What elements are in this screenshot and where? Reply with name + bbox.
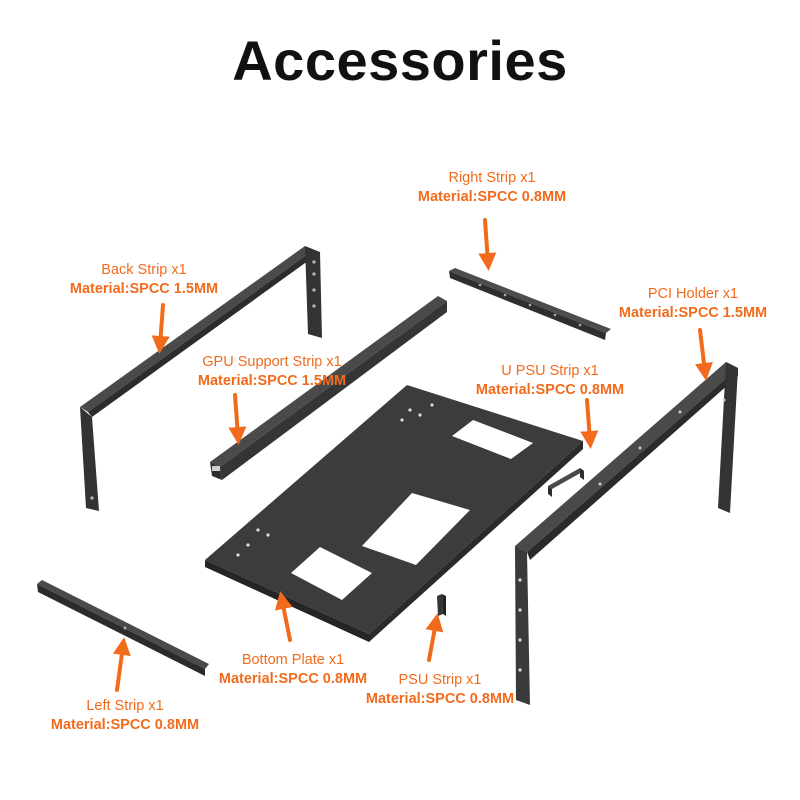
arrow-right-strip [478, 218, 497, 271]
left-strip-label: Left Strip x1 Material:SPCC 0.8MM [25, 697, 225, 735]
gpu-support-strip-part [210, 296, 447, 480]
arrow-bottom-plate [274, 591, 293, 642]
u-psu-strip-part [548, 468, 584, 497]
bottom-plate-part [205, 385, 583, 642]
psu-strip-part [437, 594, 446, 616]
gpu-support-strip-name: GPU Support Strip x1 [202, 354, 342, 370]
back-strip-label: Back Strip x1 Material:SPCC 1.5MM [44, 261, 244, 299]
pci-holder-label: PCI Holder x1 Material:SPCC 1.5MM [593, 285, 793, 323]
arrow-psu-strip [425, 613, 444, 662]
back-strip-name: Back Strip x1 [101, 262, 187, 278]
page-title: Accessories [232, 29, 568, 92]
pci-holder-part [515, 362, 738, 705]
left-strip-name: Left Strip x1 [86, 698, 164, 714]
bottom-plate-material: Material:SPCC 0.8MM [218, 671, 368, 687]
left-strip-part [37, 580, 209, 676]
pci-holder-material: Material:SPCC 1.5MM [618, 305, 768, 321]
psu-strip-material: Material:SPCC 0.8MM [365, 691, 515, 707]
gpu-support-strip-label: GPU Support Strip x1 Material:SPCC 1.5MM [172, 353, 372, 391]
psu-strip-name: PSU Strip x1 [398, 672, 482, 688]
u-psu-strip-label: U PSU Strip x1 Material:SPCC 0.8MM [450, 362, 650, 400]
bottom-plate-name: Bottom Plate x1 [241, 652, 345, 668]
back-strip-part [80, 246, 322, 511]
callout-arrows [112, 218, 713, 692]
arrow-u-psu [580, 398, 599, 449]
right-strip-label: Right Strip x1 Material:SPCC 0.8MM [392, 169, 592, 207]
u-psu-strip-name: U PSU Strip x1 [501, 363, 599, 379]
right-strip-material: Material:SPCC 0.8MM [417, 189, 567, 205]
right-strip-name: Right Strip x1 [448, 170, 536, 186]
pci-holder-name: PCI Holder x1 [647, 286, 739, 302]
back-strip-material: Material:SPCC 1.5MM [69, 281, 219, 297]
left-strip-material: Material:SPCC 0.8MM [50, 717, 200, 733]
bottom-plate-label: Bottom Plate x1 Material:SPCC 0.8MM [193, 651, 393, 689]
psu-strip-label: PSU Strip x1 Material:SPCC 0.8MM [340, 671, 540, 709]
gpu-support-strip-material: Material:SPCC 1.5MM [197, 373, 347, 389]
right-strip-part [449, 268, 611, 340]
arrow-gpu-support [228, 393, 247, 445]
arrow-back-strip [151, 303, 170, 354]
arrow-left-strip [112, 637, 131, 692]
arrow-pci-holder [694, 328, 713, 381]
u-psu-strip-material: Material:SPCC 0.8MM [475, 382, 625, 398]
